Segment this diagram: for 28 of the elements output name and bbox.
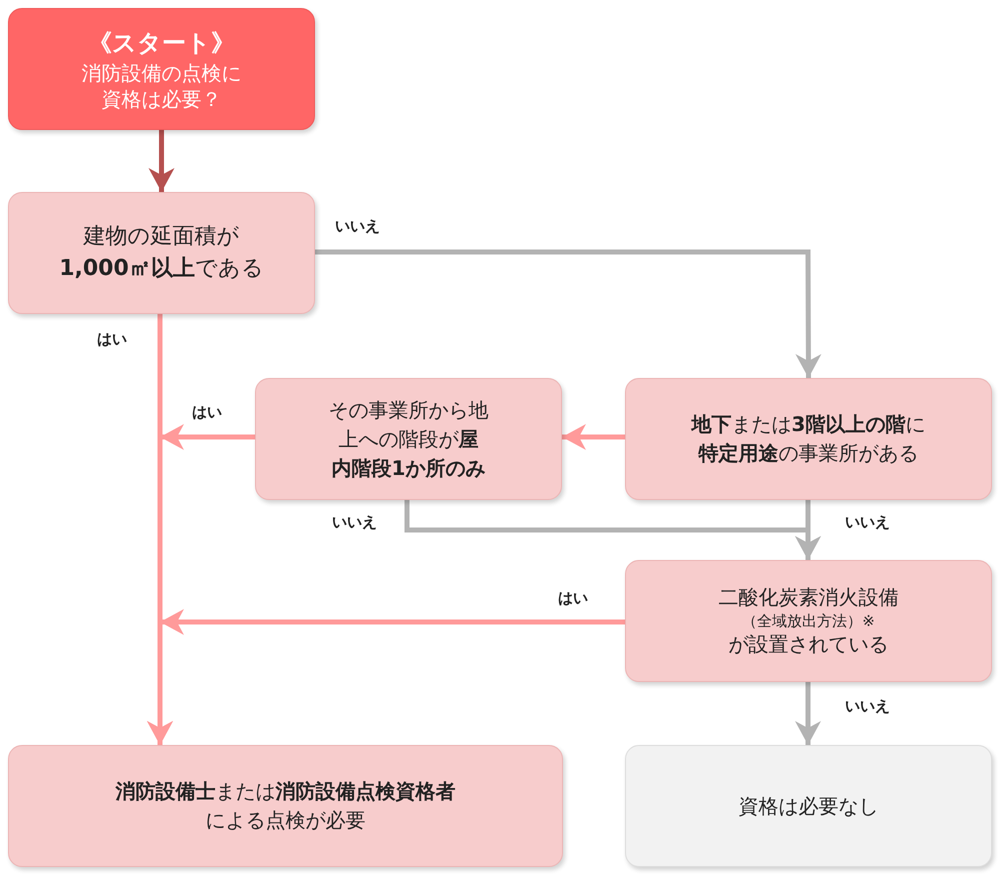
arrow: [562, 424, 625, 450]
edge-label: はい: [190, 403, 224, 422]
edge-label: いいえ: [333, 217, 382, 236]
question-text: その事業所から地上への階段が屋内階段1か所のみ: [328, 396, 490, 482]
note-text: （全域放出方法）※: [742, 612, 875, 630]
decision-box: [625, 560, 992, 682]
decision-box: [625, 378, 992, 500]
question-text: が設置されている: [728, 631, 888, 658]
question-text: 建物の延面積が1,000㎡以上である: [58, 223, 265, 283]
edge-label: いいえ: [843, 697, 892, 716]
edge-label: いいえ: [330, 513, 379, 532]
question-text: 二酸化炭素消火設備: [718, 584, 898, 611]
decision-box: [8, 192, 315, 314]
arrow: [315, 250, 822, 378]
start-box: [8, 8, 315, 130]
result-box: [625, 745, 992, 867]
question-text: 消防設備の点検に資格は必要？: [80, 60, 242, 112]
edge-label: いいえ: [843, 513, 892, 532]
edge-label: はい: [95, 330, 129, 349]
question-text: 地下または3階以上の階に特定用途の事業所がある: [690, 411, 926, 467]
decision-box: [255, 378, 562, 500]
start-heading: 《スタート》: [88, 28, 235, 59]
result-text: 資格は必要なし: [738, 792, 878, 820]
arrow: [795, 682, 821, 745]
result-box: [8, 745, 563, 867]
arrow: [148, 130, 174, 192]
result-text: 消防設備士または消防設備点検資格者による点検が必要: [114, 778, 456, 834]
edge-label: はい: [556, 589, 590, 608]
